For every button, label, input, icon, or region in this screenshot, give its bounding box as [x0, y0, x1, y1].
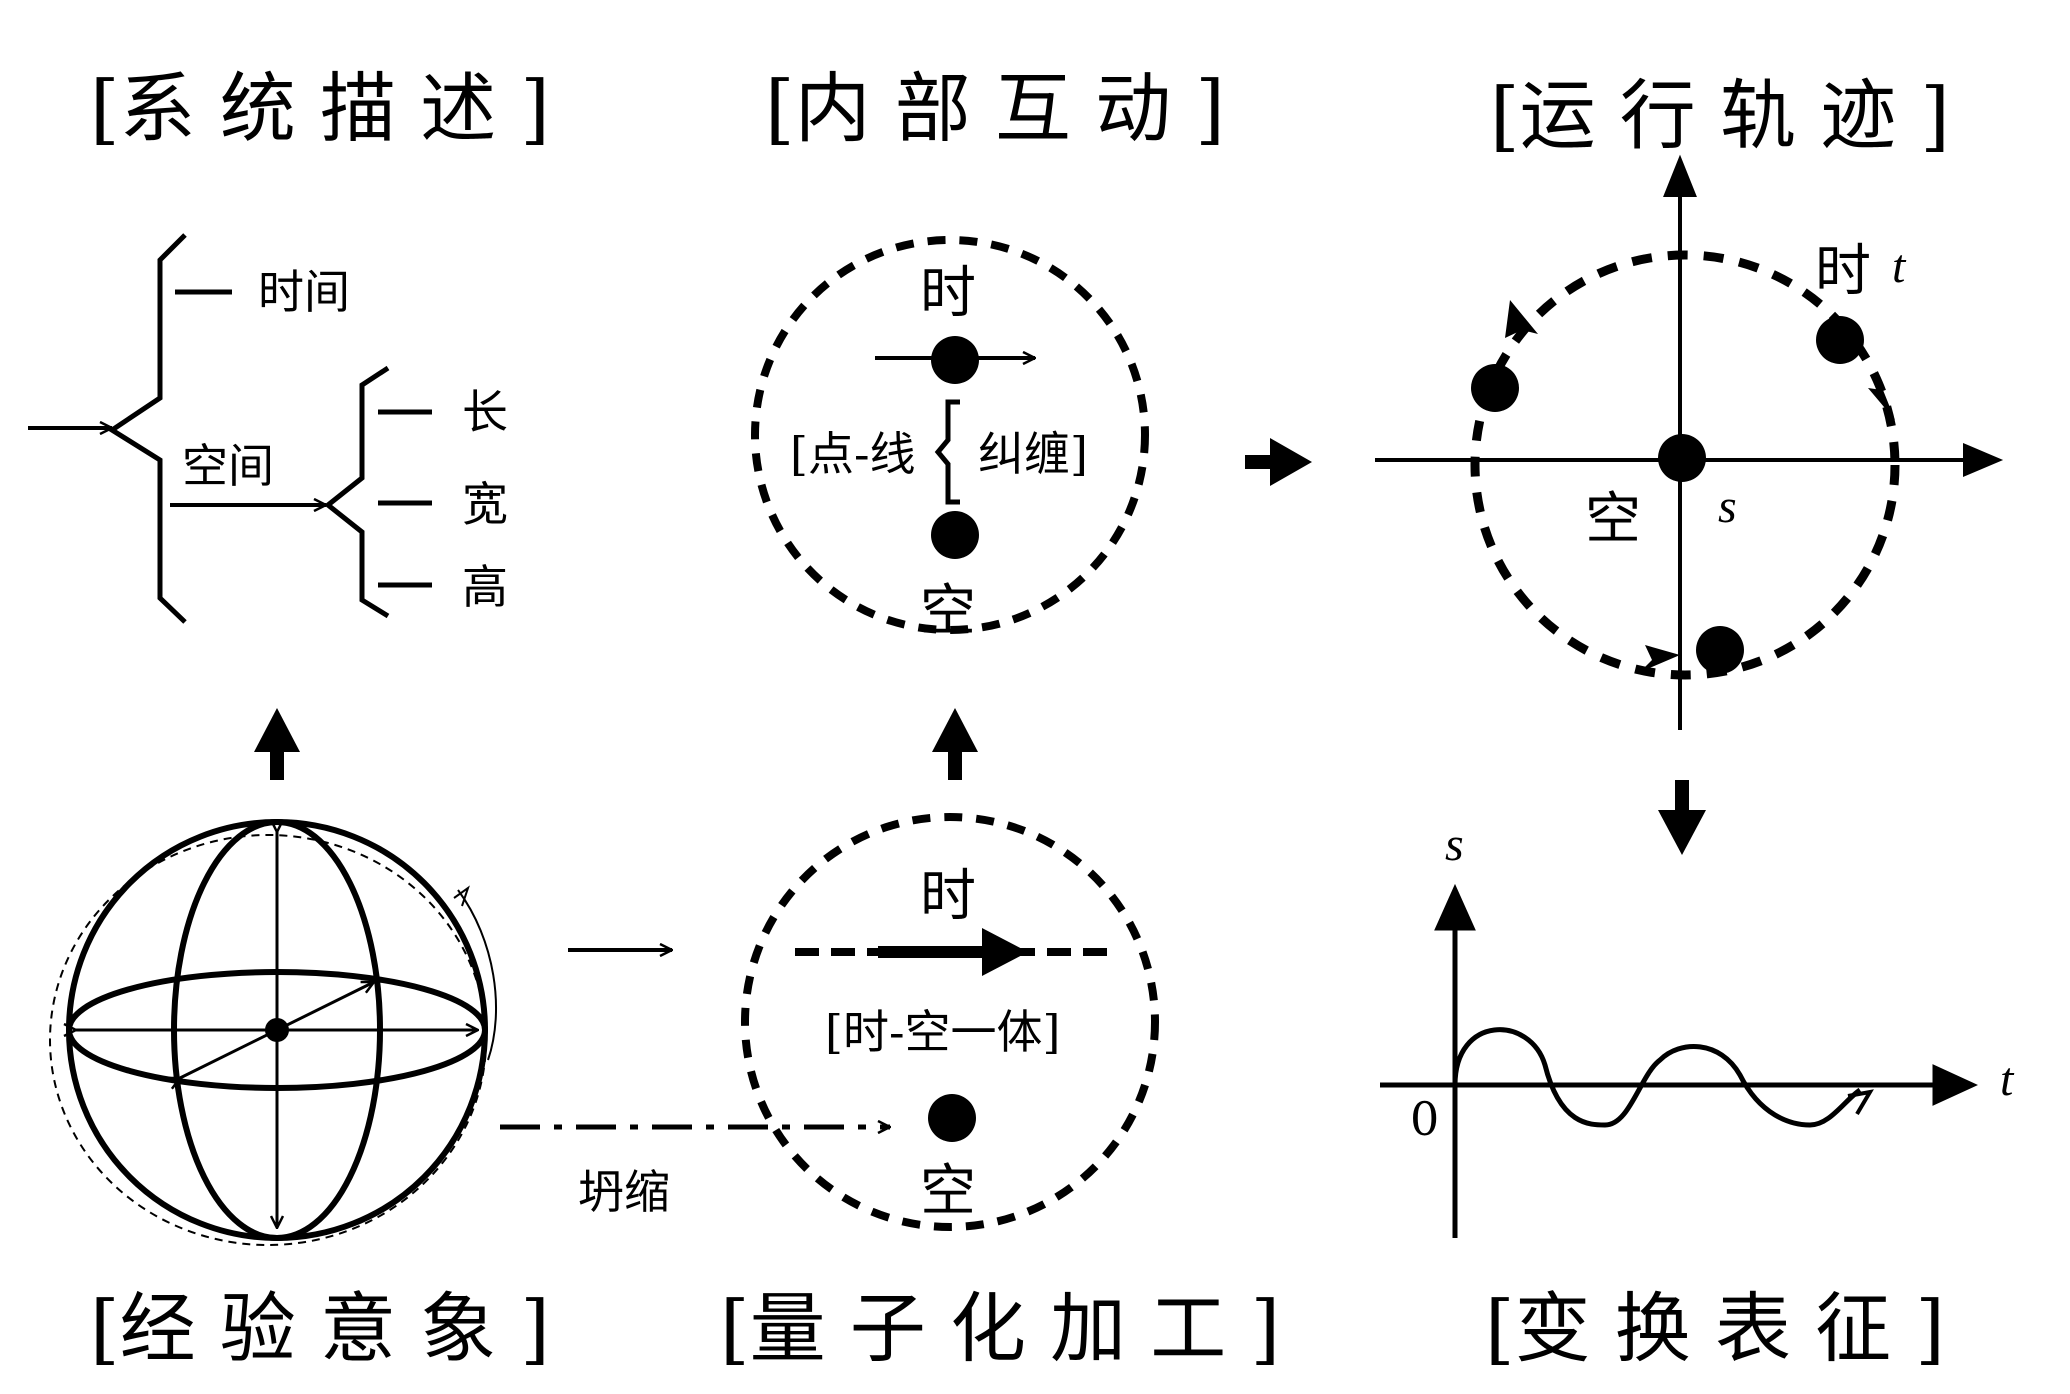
system-tree — [28, 233, 432, 624]
title-empirical-image: [经 验 意 象 ] — [90, 1284, 550, 1373]
interaction-label-right: 纠缠] — [978, 427, 1088, 481]
tree-bracket-sub — [323, 365, 390, 619]
quantization-label-space: 空 — [920, 1159, 976, 1224]
wave-curve — [1452, 1027, 1862, 1128]
arrow-sphere-to-tree — [254, 708, 300, 780]
title-system-description: [系 统 描 述 ] — [90, 64, 550, 153]
trajectory-orbit — [1470, 250, 1900, 680]
wave-axes — [1380, 883, 1978, 1238]
interaction-label-time: 时 — [920, 261, 976, 326]
tree-label-height: 高 — [462, 560, 508, 614]
arrow-trajectory-to-wave — [1658, 780, 1706, 855]
title-transform-representation: [变 换 表 征 ] — [1485, 1284, 1945, 1373]
interaction-circle — [751, 236, 1149, 634]
wave-arrow-head — [1847, 1089, 1874, 1116]
tree-label-time: 时间 — [258, 265, 350, 319]
interaction-space-dot — [931, 511, 979, 559]
interaction-time-dot — [931, 336, 979, 384]
trajectory-dot-bottom — [1696, 626, 1744, 674]
trajectory-label-space: 空 — [1585, 487, 1641, 552]
title-internal-interaction: [内 部 互 动 ] — [765, 64, 1225, 153]
arrow-interaction-to-trajectory — [1245, 438, 1312, 486]
arrow-quantization-to-interaction — [932, 708, 978, 780]
quantization-space-dot — [928, 1094, 976, 1142]
sphere-rotation-arc — [457, 889, 497, 1061]
interaction-label-left: [点-线 — [790, 427, 916, 481]
wave-label-origin: 0 — [1410, 1092, 1439, 1146]
trajectory-dot-left — [1471, 364, 1519, 412]
interaction-label-space: 空 — [920, 579, 976, 644]
interaction-brace — [934, 399, 960, 505]
quantization-label-unity: [时-空一体] — [825, 1005, 1060, 1059]
trajectory-label-time: 时 — [1815, 239, 1871, 304]
title-quantization: [量 子 化 加 工 ] — [720, 1284, 1280, 1373]
trajectory-origin-dot — [1658, 434, 1706, 482]
wave-label-s: s — [1445, 818, 1464, 871]
title-trajectory: [运 行 轨 迹 ] — [1490, 71, 1950, 160]
tree-bracket-main — [107, 233, 187, 624]
quantization-time-arrow-head — [982, 928, 1028, 976]
quantization-circle — [741, 813, 1159, 1231]
tree-label-length: 长 — [462, 385, 508, 439]
trajectory-dot-right — [1816, 316, 1864, 364]
tree-label-width: 宽 — [462, 477, 508, 531]
sphere-center-dot — [265, 1018, 289, 1042]
collapse-label: 坍缩 — [578, 1165, 670, 1219]
wave-label-t: t — [2000, 1053, 2015, 1106]
trajectory-orbit-arrows — [1505, 300, 1895, 672]
empirical-sphere — [49, 819, 497, 1246]
trajectory-label-s: s — [1718, 480, 1737, 533]
trajectory-label-t: t — [1892, 240, 1907, 293]
tree-label-space: 空间 — [182, 439, 274, 493]
quantization-label-time: 时 — [920, 864, 976, 929]
